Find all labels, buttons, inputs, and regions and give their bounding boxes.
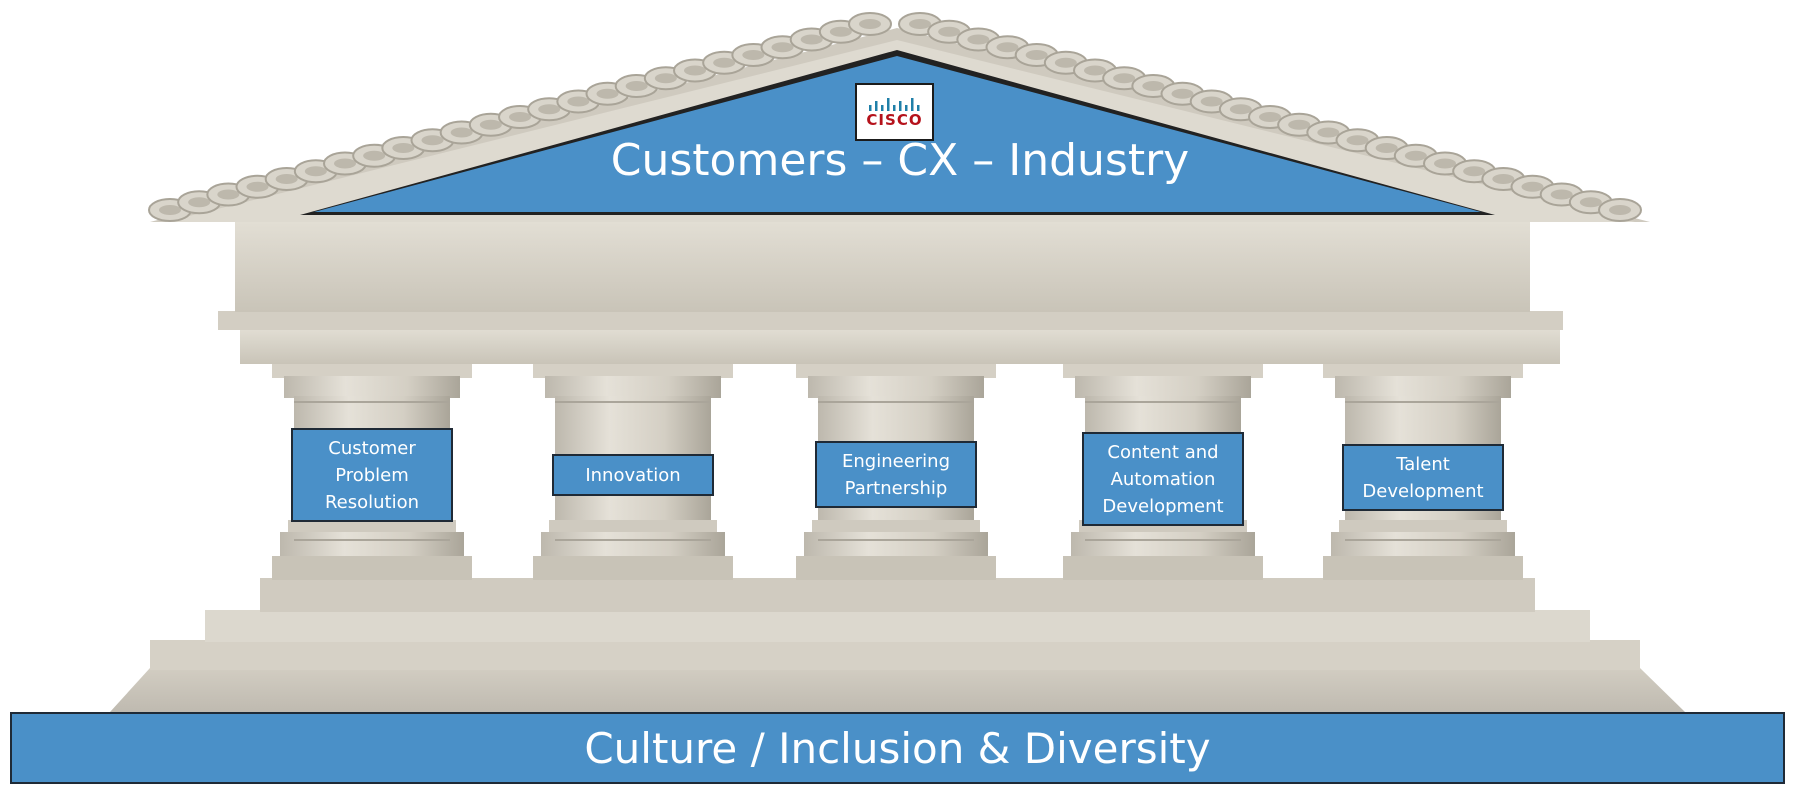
- roof-tile-hole-left-10: [450, 127, 473, 138]
- cisco-bridge-icon: [868, 98, 919, 111]
- pillar-label-2: Innovation: [552, 454, 714, 496]
- roof-tile-hole-right-1: [938, 26, 961, 37]
- cornice-band: [218, 311, 1563, 330]
- roof-tile-hole-left-23: [829, 26, 852, 37]
- roof-tile-hole-left-19: [713, 57, 736, 68]
- pillar-label-line: Problem: [335, 464, 409, 486]
- roof-tile-hole-left-4: [275, 174, 298, 184]
- roof-tile-hole-left-11: [479, 119, 502, 130]
- roof-tile-hole-left-13: [538, 104, 561, 115]
- roof-tile-hole-left-6: [334, 158, 356, 169]
- pillar-label-line: Development: [1362, 480, 1484, 502]
- roof-tile-hole-right-23: [1579, 197, 1602, 208]
- roof-tile-hole-right-24: [1609, 205, 1631, 215]
- roof-tile-hole-left-2: [217, 189, 240, 200]
- entablature: [218, 222, 1563, 364]
- pillar-label-line: Customer: [328, 437, 416, 459]
- roof-tile-hole-right-11: [1229, 104, 1252, 115]
- roof-tile-hole-left-18: [684, 65, 706, 76]
- temple-base: [110, 578, 1685, 712]
- base-step-middle: [205, 610, 1590, 642]
- roof-tile-hole-right-10: [1200, 96, 1223, 107]
- roof-tile-hole-left-8: [392, 143, 415, 153]
- roof-tile-hole-right-2: [967, 34, 990, 45]
- pillar-label-line: Resolution: [324, 491, 420, 513]
- roof-tile-hole-left-14: [567, 96, 590, 107]
- roof-tile-hole-right-3: [996, 42, 1019, 53]
- pillar-label-line: Innovation: [585, 464, 681, 486]
- roof-tile-hole-right-4: [1025, 50, 1048, 60]
- roof-tile-hole-left-1: [188, 197, 211, 208]
- roof-tile-hole-right-13: [1288, 119, 1311, 130]
- roof-tile-hole-left-17: [654, 73, 677, 84]
- roof-tile-hole-right-15: [1346, 135, 1369, 146]
- roof-tile-hole-right-16: [1375, 143, 1398, 153]
- roof-tile-hole-right-12: [1259, 112, 1281, 122]
- pillar-label-line: Automation: [1110, 468, 1216, 490]
- roof-tile-hole-left-22: [800, 34, 823, 45]
- roof-tiles: [148, 12, 1642, 222]
- base-step-upper: [260, 578, 1535, 612]
- roof-tile-hole-right-21: [1521, 181, 1544, 192]
- pillar-label-line: Partnership: [844, 477, 948, 499]
- roof-tile-hole-right-17: [1404, 150, 1427, 161]
- roof-tile-hole-left-12: [509, 112, 531, 122]
- roof-title: Customers – CX – Industry: [610, 135, 1190, 186]
- roof-tile-hole-left-21: [771, 42, 794, 53]
- roof-tile-hole-left-24: [859, 19, 881, 29]
- architrave: [240, 328, 1560, 364]
- roof-tile-hole-left-5: [304, 166, 327, 177]
- roof-tile-hole-right-5: [1054, 57, 1077, 68]
- pillar-label-line: Engineering: [842, 450, 950, 472]
- roof-tile-hole-right-6: [1084, 65, 1106, 76]
- roof-tile-hole-left-15: [596, 88, 619, 99]
- roof-tile-hole-left-9: [421, 135, 444, 146]
- foundation-label: Culture / Inclusion & Diversity: [10, 712, 1785, 784]
- pillar-label-line: Development: [1102, 495, 1224, 517]
- roof-tile-hole-left-20: [742, 50, 765, 60]
- base-step-bottom: [110, 668, 1685, 712]
- roof-tile-hole-right-0: [909, 19, 931, 29]
- pillar-label-line: Content and: [1107, 441, 1219, 463]
- frieze: [235, 222, 1530, 312]
- base-step-lower: [150, 640, 1640, 670]
- roof-tile-hole-right-19: [1463, 166, 1486, 177]
- pillar-label-line: Talent: [1396, 453, 1450, 475]
- roof-tile-hole-right-7: [1113, 73, 1136, 84]
- roof-tile-hole-right-8: [1142, 81, 1165, 91]
- roof-tile-hole-right-20: [1492, 174, 1515, 184]
- columns: [272, 362, 1523, 580]
- roof-tile-hole-left-3: [246, 181, 269, 192]
- cisco-wordmark: CISCO: [866, 111, 923, 129]
- roof-tile-hole-right-18: [1434, 158, 1456, 169]
- roof-tile-hole-left-7: [363, 150, 386, 161]
- cisco-logo: CISCO: [855, 83, 934, 141]
- roof-tile-hole-left-16: [625, 81, 648, 91]
- roof-tile-hole-right-9: [1171, 88, 1194, 99]
- roof-tile-hole-left-0: [159, 205, 181, 215]
- roof-tile-hole-right-14: [1317, 127, 1340, 138]
- roof-tile-hole-right-22: [1550, 189, 1573, 200]
